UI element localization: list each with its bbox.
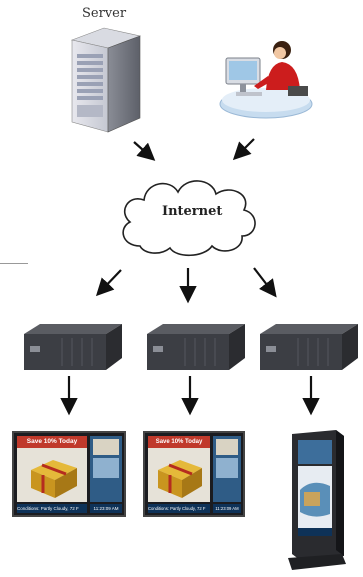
side-panel [213, 436, 241, 502]
ticker-text: Conditions: Partly Cloudy, 72 F [148, 504, 210, 513]
media-player-icon [24, 324, 122, 370]
arrow-icon [253, 267, 277, 298]
ticker-text: Conditions: Partly Cloudy, 72 F [17, 504, 87, 513]
arrow-icon [232, 138, 255, 161]
divider [0, 263, 28, 264]
ad-banner: Save 10% Today [148, 436, 210, 448]
kiosk-icon [288, 430, 346, 570]
time-text: 11:23:09 AM [90, 504, 122, 513]
gift-box-icon [158, 460, 202, 498]
internet-label: Internet [162, 204, 223, 219]
user-at-desk-icon [219, 41, 313, 119]
arrow-icon [95, 269, 122, 297]
cloud-icon [122, 180, 256, 257]
gift-box-icon [31, 460, 77, 498]
ad-panel: Save 10% Today [17, 436, 87, 502]
server-label: Server [82, 6, 127, 21]
server-tower-icon [70, 27, 142, 133]
ad-banner: Save 10% Today [17, 436, 87, 448]
display-screen-icon: Save 10% Today Conditions: Partly Cloudy… [143, 431, 245, 517]
display-screen-icon: Save 10% Today Conditions: Partly Cloudy… [12, 431, 126, 517]
side-panel [90, 436, 122, 502]
time-text: 11:23:09 AM [213, 504, 241, 513]
media-player-icon [147, 324, 245, 370]
ad-panel: Save 10% Today [148, 436, 210, 502]
media-player-icon [260, 324, 358, 370]
arrow-icon [133, 141, 156, 161]
